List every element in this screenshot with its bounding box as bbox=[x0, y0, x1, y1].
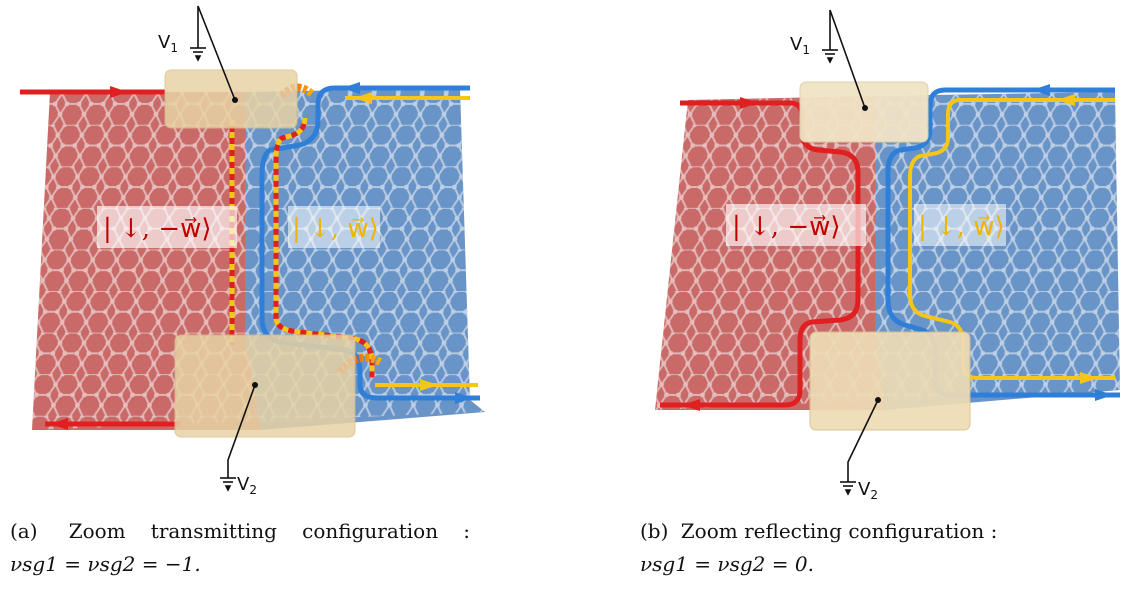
state-right-label: | ↓, w⃗⟩ bbox=[292, 214, 379, 244]
caption-a-tag: (a) bbox=[10, 519, 38, 543]
blue-edge-channel bbox=[259, 82, 480, 404]
gate-top bbox=[164, 69, 298, 129]
state-left-label: | ↓, −w⃗⟩ bbox=[103, 214, 212, 244]
gate-top-voltage-label: V1 bbox=[158, 32, 178, 55]
gate-top-voltage-label: V1 bbox=[790, 34, 810, 57]
probe-bottom bbox=[840, 399, 879, 496]
state-right-label: | ↓, w⃗⟩ bbox=[918, 212, 1005, 242]
red-edge-channel bbox=[20, 86, 180, 430]
caption-b-math: νsg1 = νsg2 = 0. bbox=[640, 552, 814, 576]
state-left-bg bbox=[97, 206, 237, 248]
panel-a-transmitting: V1 V2 | ↓, −w⃗⟩ | ↓, w⃗⟩ bbox=[0, 0, 520, 520]
yellow-edge-channel bbox=[345, 92, 478, 391]
gate-bottom bbox=[809, 331, 971, 431]
state-left-bg bbox=[726, 204, 866, 246]
panel-b-reflecting: V1 V2 | ↓, −w⃗⟩ | ↓, w⃗⟩ bbox=[630, 0, 1147, 520]
caption-a-math: νsg1 = νsg2 = −1. bbox=[10, 552, 201, 576]
probe-bottom bbox=[220, 384, 256, 492]
probe-top bbox=[190, 5, 236, 101]
probe-contact-top bbox=[862, 105, 868, 111]
gate-bottom-voltage-label: V2 bbox=[858, 479, 878, 502]
panel-a-diagram: V1 V2 | ↓, −w⃗⟩ | ↓, w⃗⟩ bbox=[20, 5, 485, 497]
caption-a-line1: (a) Zoom transmitting configuration : bbox=[10, 515, 470, 548]
probe-contact-bottom bbox=[252, 382, 258, 388]
probe-contact-bottom bbox=[875, 397, 881, 403]
gate-bottom-voltage-label: V2 bbox=[237, 474, 257, 497]
caption-b-text: Zoom reflecting configuration : bbox=[680, 519, 998, 543]
panel-b-diagram: V1 V2 | ↓, −w⃗⟩ | ↓, w⃗⟩ bbox=[655, 9, 1120, 502]
graphene-lattice bbox=[32, 88, 485, 430]
gate-bottom bbox=[174, 334, 356, 438]
state-left-label: | ↓, −w⃗⟩ bbox=[732, 212, 841, 242]
caption-b-tag: (b) bbox=[640, 519, 669, 543]
probe-top bbox=[822, 9, 866, 109]
caption-b-line1: (b) Zoom reflecting configuration : bbox=[640, 519, 997, 543]
probe-contact-top bbox=[232, 97, 238, 103]
caption-b: (b) Zoom reflecting configuration : νsg1… bbox=[640, 515, 1100, 581]
caption-a: (a) Zoom transmitting configuration : νs… bbox=[10, 515, 470, 581]
state-right-bg bbox=[914, 204, 1006, 246]
state-right-bg bbox=[288, 206, 380, 248]
gate-top bbox=[799, 81, 929, 143]
caption-a-text: Zoom transmitting configuration : bbox=[68, 519, 470, 543]
